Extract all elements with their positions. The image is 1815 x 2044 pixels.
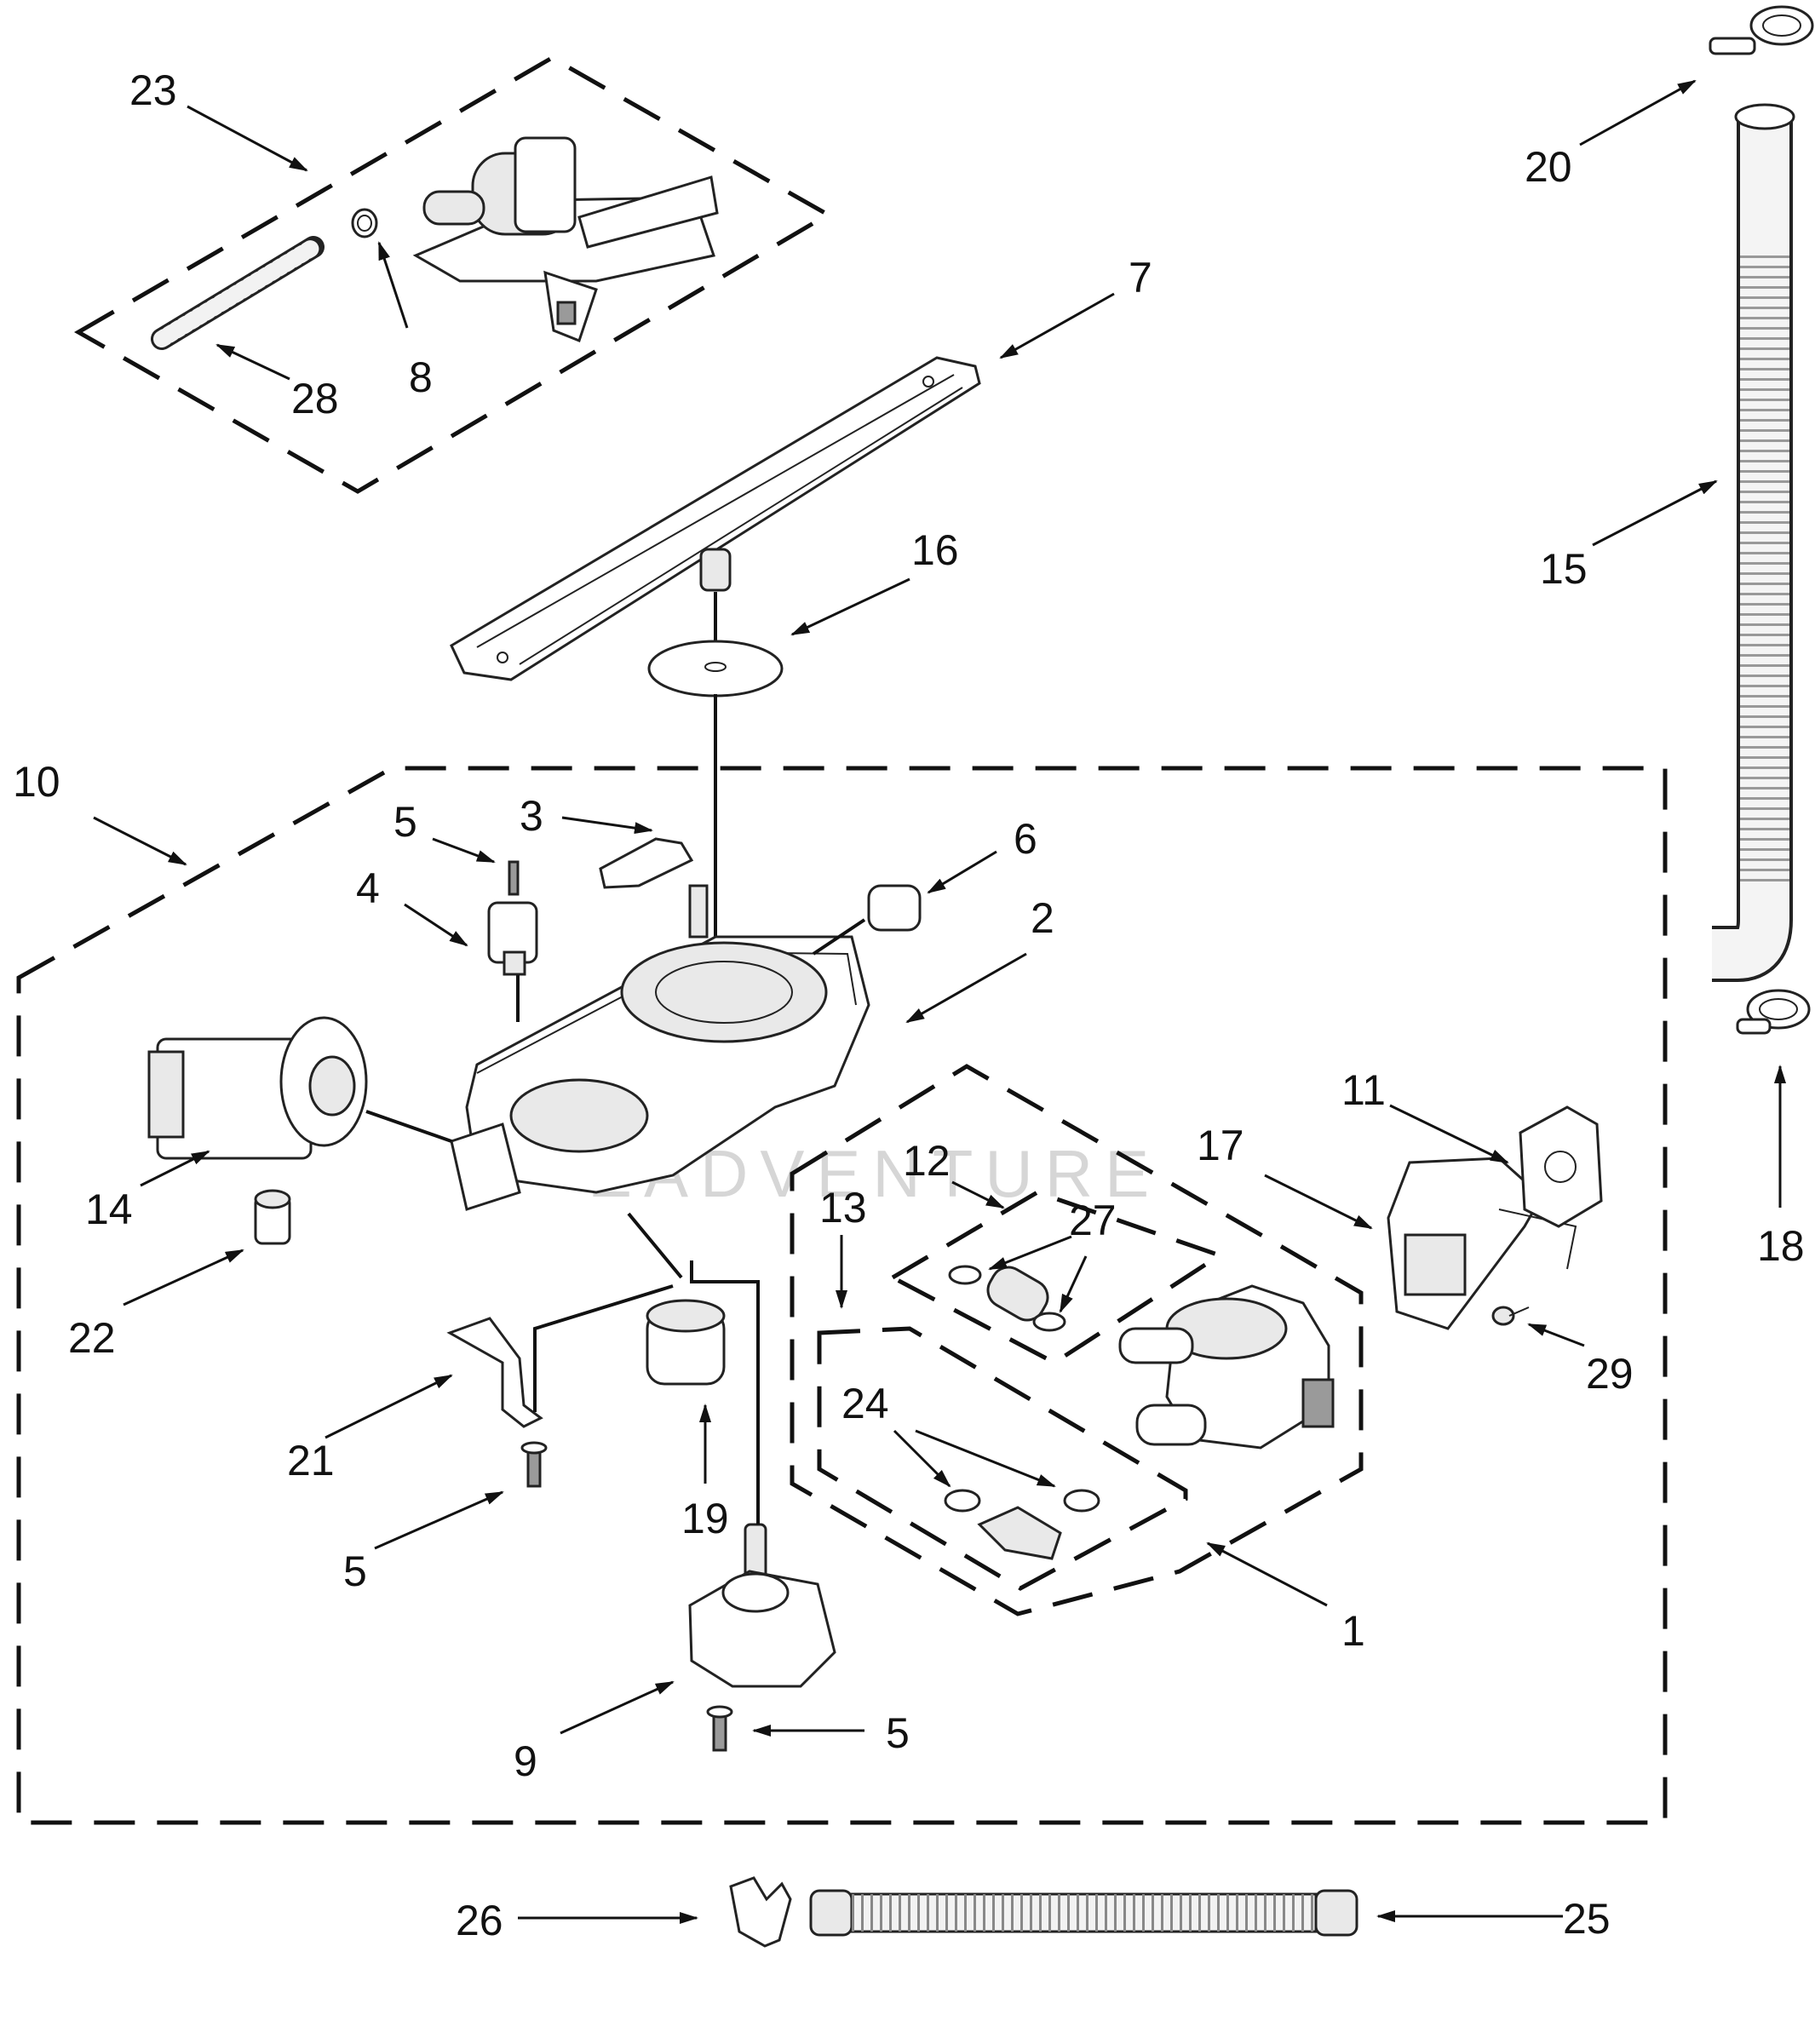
callout-21: 21 [287,1437,335,1484]
drain-hose-25 [809,1889,1358,1937]
elbow-hose-24 [944,1489,1100,1560]
bracket-11 [1519,1105,1603,1228]
callout-23: 23 [129,66,177,114]
group-23-outline [73,55,832,494]
callout-13: 13 [819,1184,867,1232]
callout-5-mid: 5 [343,1547,367,1595]
callout-3: 3 [520,792,543,840]
callout-20: 20 [1525,143,1572,191]
callout-28: 28 [291,375,339,422]
group-13-outline [817,1326,1188,1591]
drain-pump-assembly [412,136,719,342]
callout-5-top: 5 [393,798,417,846]
pump-sump-housing [450,884,870,1211]
screw-5-mid [520,1441,548,1488]
callout-26: 26 [456,1897,503,1944]
callout-12: 12 [903,1137,951,1185]
callout-22: 22 [68,1314,116,1362]
callout-16: 16 [911,526,959,574]
callout-19: 19 [681,1495,729,1542]
callout-15: 15 [1540,545,1588,593]
leader-arrows [93,79,1786,1924]
callout-14: 14 [85,1186,133,1233]
group-10-outline [16,766,1668,1825]
callout-11: 11 [1341,1066,1386,1114]
callout-24: 24 [841,1380,889,1427]
clamp-18 [1736,989,1811,1035]
callout-2: 2 [1031,894,1054,942]
inlet-sensor-6 [812,884,922,956]
callout-6: 6 [1014,815,1037,863]
hose-clip-26 [729,1876,792,1948]
lower-spray-arm [450,356,981,681]
heater-bracket-17 [1387,1157,1577,1330]
callout-7: 7 [1129,254,1152,301]
callout-9: 9 [514,1737,537,1785]
screw-5-bottom [706,1705,733,1752]
sensor-22 [254,1189,291,1245]
motor-14 [147,1016,452,1160]
fill-hose-15 [1712,103,1795,982]
callout-27: 27 [1069,1197,1117,1244]
bracket-21 [446,1284,674,1428]
callout-labels: 23 28 8 7 20 15 16 10 5 3 6 4 2 14 11 17… [13,66,1805,1944]
callout-25: 25 [1563,1895,1611,1943]
callout-1: 1 [1341,1607,1365,1655]
diverter-9 [688,1260,836,1688]
drain-hose-28 [151,236,325,350]
callout-8: 8 [409,353,433,401]
clamps-and-hose-27 [948,1265,1066,1332]
group-1-outline [790,1064,1364,1616]
circulation-pump [1118,1284,1335,1450]
valve-19 [627,1212,726,1386]
connector-4 [487,901,538,1022]
callout-4: 4 [356,864,380,912]
bracket-3 [599,837,694,889]
callout-29: 29 [1586,1350,1634,1398]
callout-18: 18 [1757,1222,1805,1270]
callout-17: 17 [1197,1122,1244,1169]
clamp-20 [1709,5,1814,55]
clamp-8 [351,208,378,238]
callout-10: 10 [13,758,60,806]
screw-29 [1491,1306,1530,1326]
callout-5-bottom: 5 [886,1709,910,1757]
screw-5-top [508,860,520,896]
